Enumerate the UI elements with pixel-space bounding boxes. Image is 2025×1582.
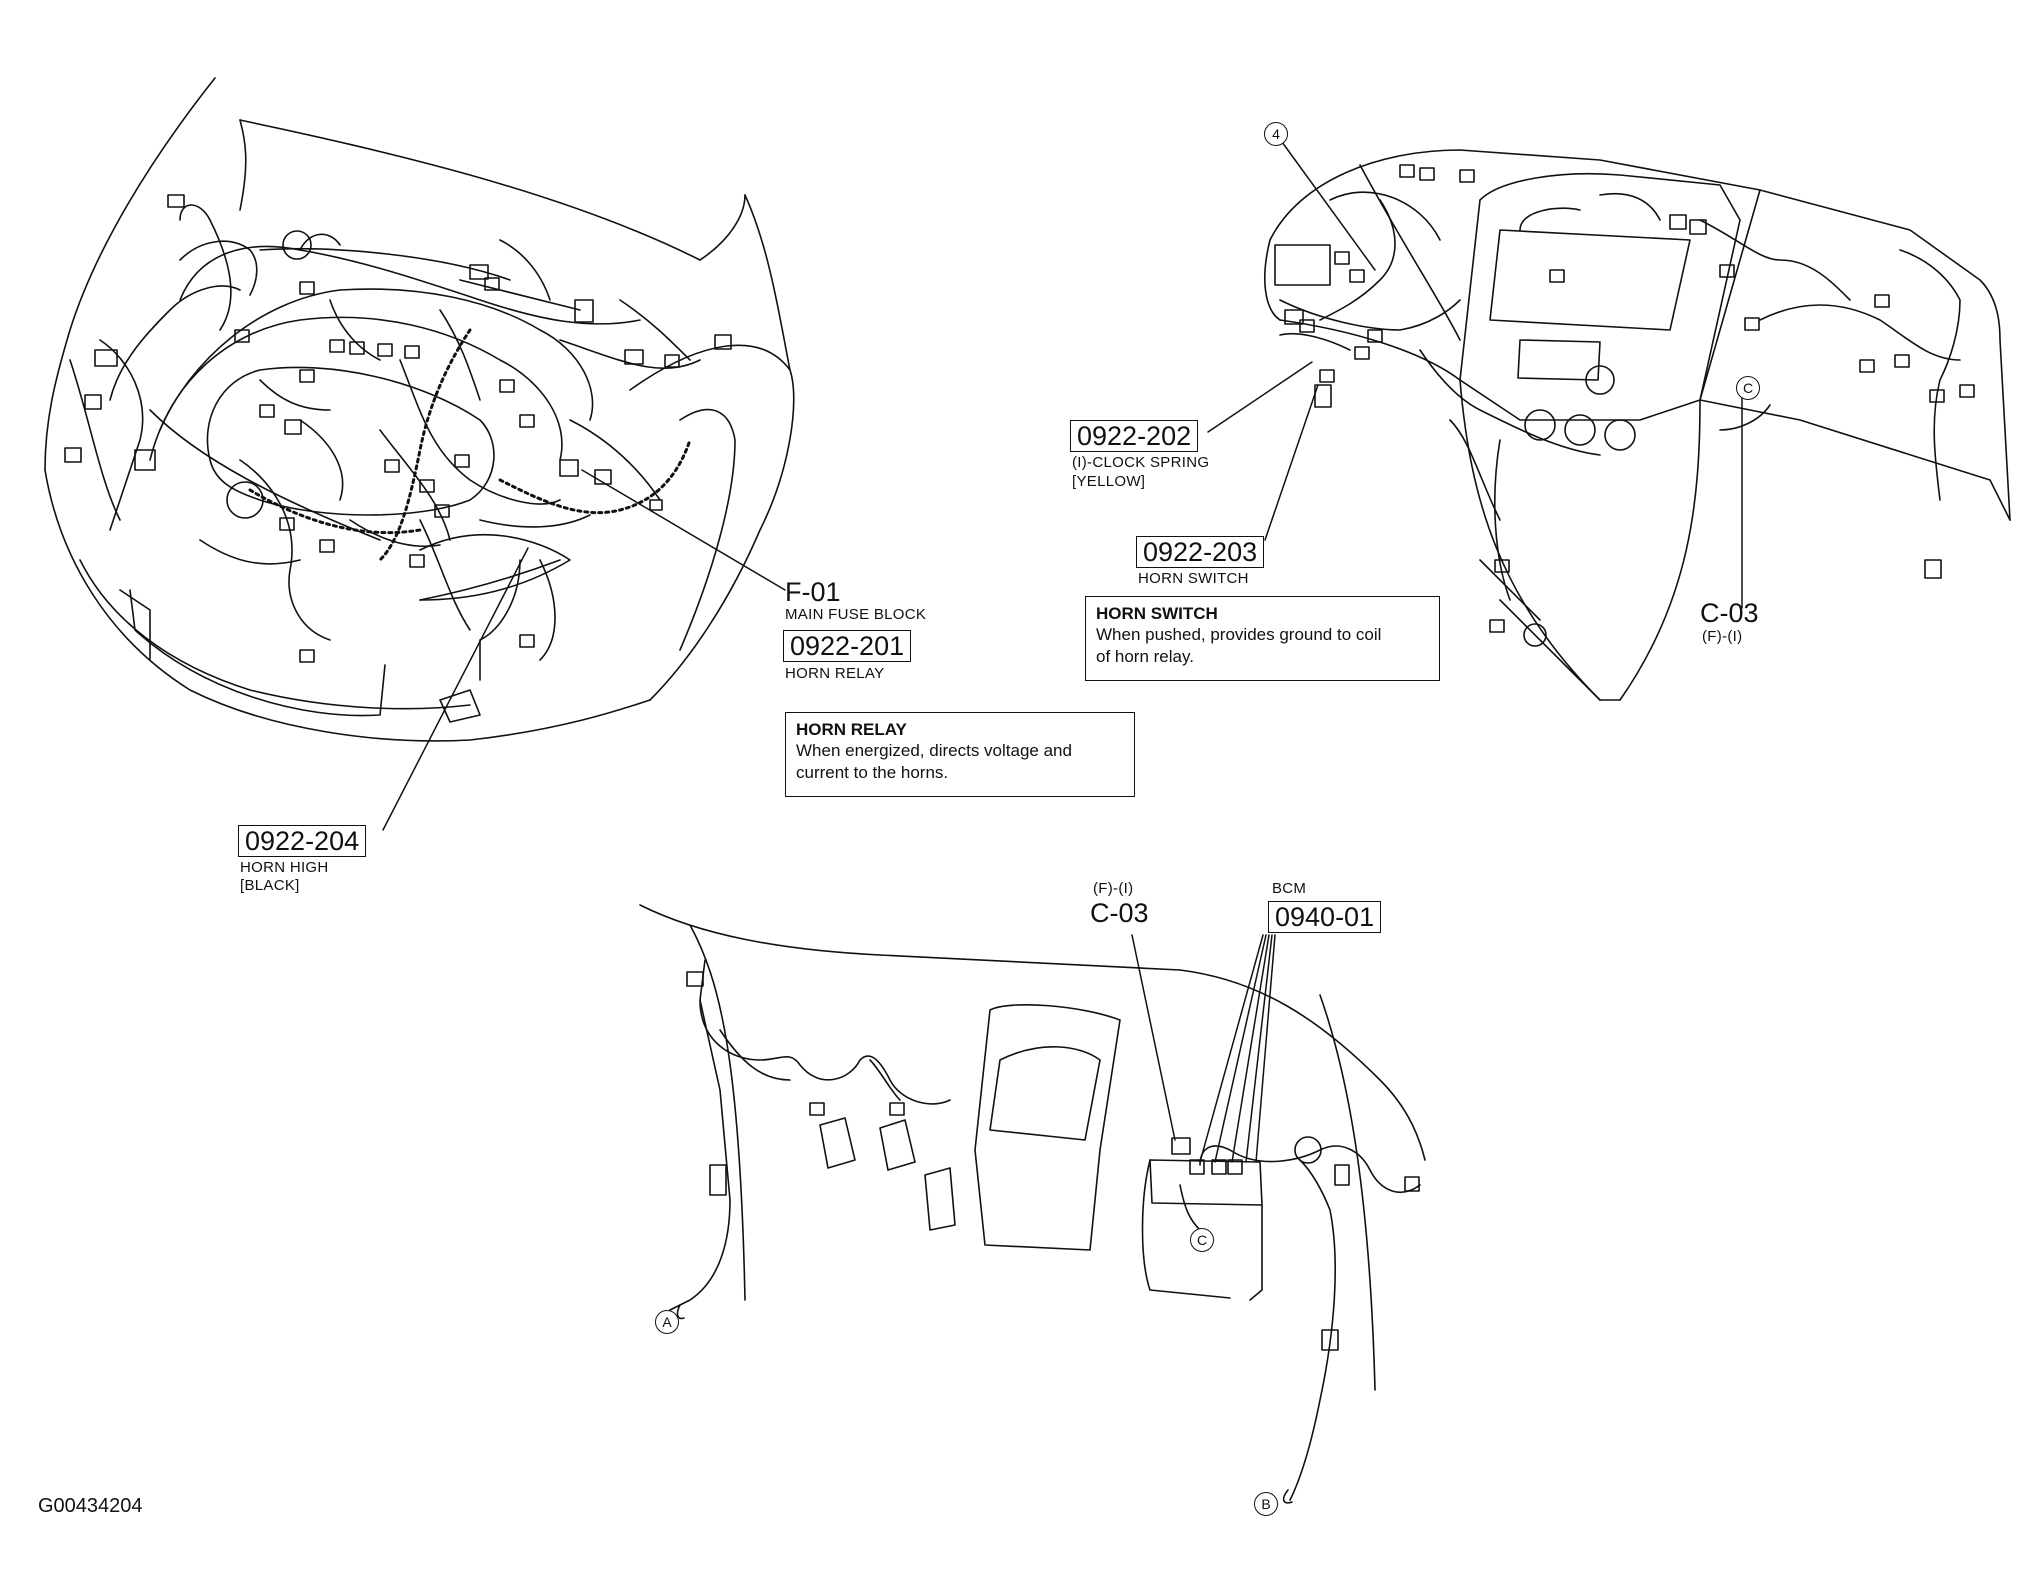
horn-relay-note-title: HORN RELAY: [796, 720, 907, 739]
marker-4: 4: [1264, 122, 1288, 146]
horn-relay-note-line-2: current to the horns.: [796, 763, 949, 782]
horn-relay-note-line-1: When energized, directs voltage and: [796, 741, 1072, 760]
horn-relay-note: HORN RELAY When energized, directs volta…: [785, 712, 1135, 797]
clock-spring-connector-code: 0922-202: [1070, 420, 1199, 452]
horn-relay-label: HORN RELAY: [785, 665, 885, 682]
c03-top-code: C-03: [1700, 598, 1759, 628]
f01-desc: MAIN FUSE BLOCK: [785, 606, 927, 623]
leader-lines: [382, 141, 1743, 1163]
clock-spring-wire-color: [YELLOW]: [1072, 473, 1146, 490]
horn-high-label: HORN HIGH: [240, 859, 329, 876]
horn-high-connector-code: 0922-204: [238, 825, 367, 857]
horn-relay-connector-code: 0922-201: [783, 630, 912, 662]
horn-switch-connector-code: 0922-203: [1136, 536, 1265, 568]
c03-bottom-desc: (F)-(I): [1093, 880, 1134, 897]
interior-bcm-drawing: [639, 904, 1426, 1504]
horn-switch-note-line-1: When pushed, provides ground to coil: [1096, 625, 1382, 644]
horn-high-wire-color: [BLACK]: [240, 877, 300, 894]
clock-spring-label: (I)-CLOCK SPRING: [1072, 454, 1210, 471]
bcm-label: BCM: [1272, 880, 1307, 897]
horn-switch-note: HORN SWITCH When pushed, provides ground…: [1085, 596, 1440, 681]
horn-switch-label: HORN SWITCH: [1138, 570, 1249, 587]
c03-bottom-code: C-03: [1090, 898, 1149, 928]
marker-c-bcm: C: [1190, 1228, 1214, 1252]
f01-code: F-01: [785, 577, 841, 607]
marker-b: B: [1254, 1492, 1278, 1516]
marker-a: A: [655, 1310, 679, 1334]
horn-switch-note-line-2: of horn relay.: [1096, 647, 1194, 666]
c03-top-desc: (F)-(I): [1702, 628, 1743, 645]
marker-c-dash: C: [1736, 376, 1760, 400]
figure-id: G00434204: [38, 1495, 143, 1517]
bcm-connector-code: 0940-01: [1268, 901, 1382, 933]
horn-switch-note-title: HORN SWITCH: [1096, 604, 1218, 623]
engine-compartment-drawing: [44, 77, 795, 742]
dashboard-drawing: [1264, 149, 2011, 701]
